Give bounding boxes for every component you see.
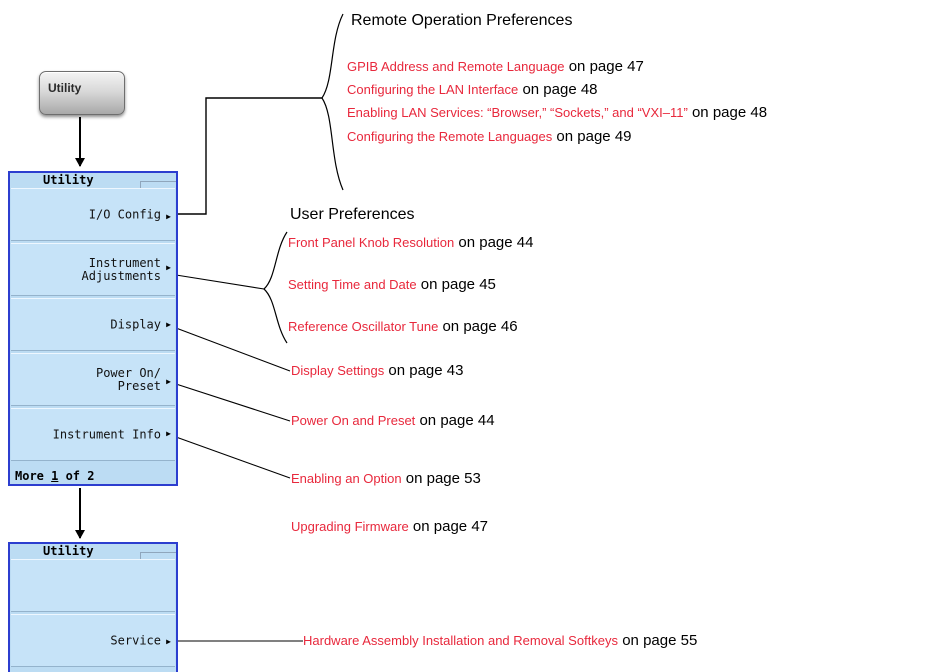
- softkey-instrument-info[interactable]: Instrument Info ▶: [11, 408, 175, 461]
- submenu-arrow-icon: ▶: [166, 320, 171, 329]
- page-ref: on page 46: [438, 318, 518, 335]
- submenu-arrow-icon: ▶: [166, 429, 171, 438]
- link-text[interactable]: Setting Time and Date: [288, 277, 417, 292]
- ref-power-on-preset: Power On and Preset on page 44: [291, 412, 495, 429]
- softkey-label: Instrument Info: [52, 427, 161, 441]
- softkey-label: Display: [110, 317, 161, 331]
- softkey-blank[interactable]: [11, 559, 175, 612]
- ref-time-date: Setting Time and Date on page 45: [288, 276, 496, 293]
- softkey-label: Service: [110, 633, 161, 647]
- menu-title: Utility: [10, 173, 176, 188]
- page-ref: on page 44: [454, 234, 534, 251]
- more-suffix: of 2: [58, 469, 95, 483]
- utility-hardkey[interactable]: Utility: [39, 71, 125, 115]
- softkey-instrument-adjustments[interactable]: Instrument Adjustments ▶: [11, 243, 175, 296]
- page-ref: on page 48: [518, 81, 598, 98]
- page-ref: on page 44: [415, 412, 495, 429]
- page-ref: on page 47: [564, 58, 644, 75]
- link-text[interactable]: Power On and Preset: [291, 413, 416, 428]
- more-page-number: 1: [51, 469, 59, 483]
- user-preferences-heading: User Preferences: [290, 206, 415, 223]
- line-instrument-adjustments: [175, 274, 265, 290]
- link-text[interactable]: Front Panel Knob Resolution: [288, 235, 455, 250]
- link-text[interactable]: Configuring the Remote Languages: [347, 129, 553, 144]
- brace-user: [263, 231, 288, 344]
- ref-gpib-address: GPIB Address and Remote Language on page…: [347, 58, 644, 75]
- submenu-arrow-icon: ▶: [166, 377, 171, 386]
- brace-remote: [321, 13, 344, 191]
- page-ref: on page 53: [401, 470, 481, 487]
- link-text[interactable]: Display Settings: [291, 363, 385, 378]
- ref-oscillator-tune: Reference Oscillator Tune on page 46: [288, 318, 518, 335]
- ref-display-settings: Display Settings on page 43: [291, 362, 463, 379]
- more-prefix: More: [15, 469, 52, 483]
- ref-hardware-assembly: Hardware Assembly Installation and Remov…: [303, 632, 697, 649]
- utility-softkey-menu-page-2: Utility Service ▶: [8, 542, 178, 672]
- link-text[interactable]: Hardware Assembly Installation and Remov…: [303, 633, 619, 648]
- ref-upgrading-firmware: Upgrading Firmware on page 47: [291, 518, 488, 535]
- submenu-arrow-icon: ▶: [166, 637, 171, 646]
- link-text[interactable]: GPIB Address and Remote Language: [347, 59, 565, 74]
- page-ref: on page 43: [384, 362, 464, 379]
- line-display: [175, 327, 291, 372]
- softkey-service[interactable]: Service ▶: [11, 614, 175, 667]
- page-ref: on page 55: [618, 632, 698, 649]
- page-ref: on page 45: [416, 276, 496, 293]
- ref-enabling-option: Enabling an Option on page 53: [291, 470, 481, 487]
- link-text[interactable]: Enabling an Option: [291, 471, 402, 486]
- softkey-more[interactable]: More 1 of 2: [11, 468, 175, 484]
- softkey-display[interactable]: Display ▶: [11, 298, 175, 351]
- remote-preferences-heading: Remote Operation Preferences: [351, 12, 573, 29]
- line-power-on: [175, 383, 291, 422]
- ref-knob-resolution: Front Panel Knob Resolution on page 44: [288, 234, 533, 251]
- submenu-arrow-icon: ▶: [166, 212, 171, 221]
- softkey-label: I/O Config: [88, 207, 161, 221]
- page-ref: on page 47: [408, 518, 489, 535]
- page-ref: on page 48: [687, 104, 768, 121]
- link-text[interactable]: Configuring the LAN Interface: [347, 82, 519, 97]
- softkey-power-on-preset[interactable]: Power On/ Preset ▶: [11, 353, 175, 406]
- submenu-arrow-icon: ▶: [166, 263, 171, 272]
- link-text[interactable]: Enabling LAN Services: “Browser,” “Socke…: [347, 105, 688, 120]
- utility-hardkey-label: Utility: [48, 81, 82, 95]
- menu-title: Utility: [10, 544, 176, 559]
- softkey-io-config[interactable]: I/O Config ▶: [11, 188, 175, 241]
- softkey-label: Instrument Adjustments: [81, 255, 161, 283]
- link-text[interactable]: Upgrading Firmware: [291, 519, 409, 534]
- page-ref: on page 49: [552, 128, 632, 145]
- line-io-config: [176, 97, 322, 215]
- link-text[interactable]: Reference Oscillator Tune: [288, 319, 439, 334]
- ref-lan-interface: Configuring the LAN Interface on page 48: [347, 81, 598, 98]
- ref-remote-languages: Configuring the Remote Languages on page…: [347, 128, 632, 145]
- softkey-label: Power On/ Preset: [95, 365, 161, 393]
- utility-softkey-menu-page-1: Utility I/O Config ▶ Instrument Adjustme…: [8, 171, 178, 486]
- line-instrument-info: [175, 436, 291, 479]
- ref-lan-services: Enabling LAN Services: “Browser,” “Socke…: [347, 104, 767, 121]
